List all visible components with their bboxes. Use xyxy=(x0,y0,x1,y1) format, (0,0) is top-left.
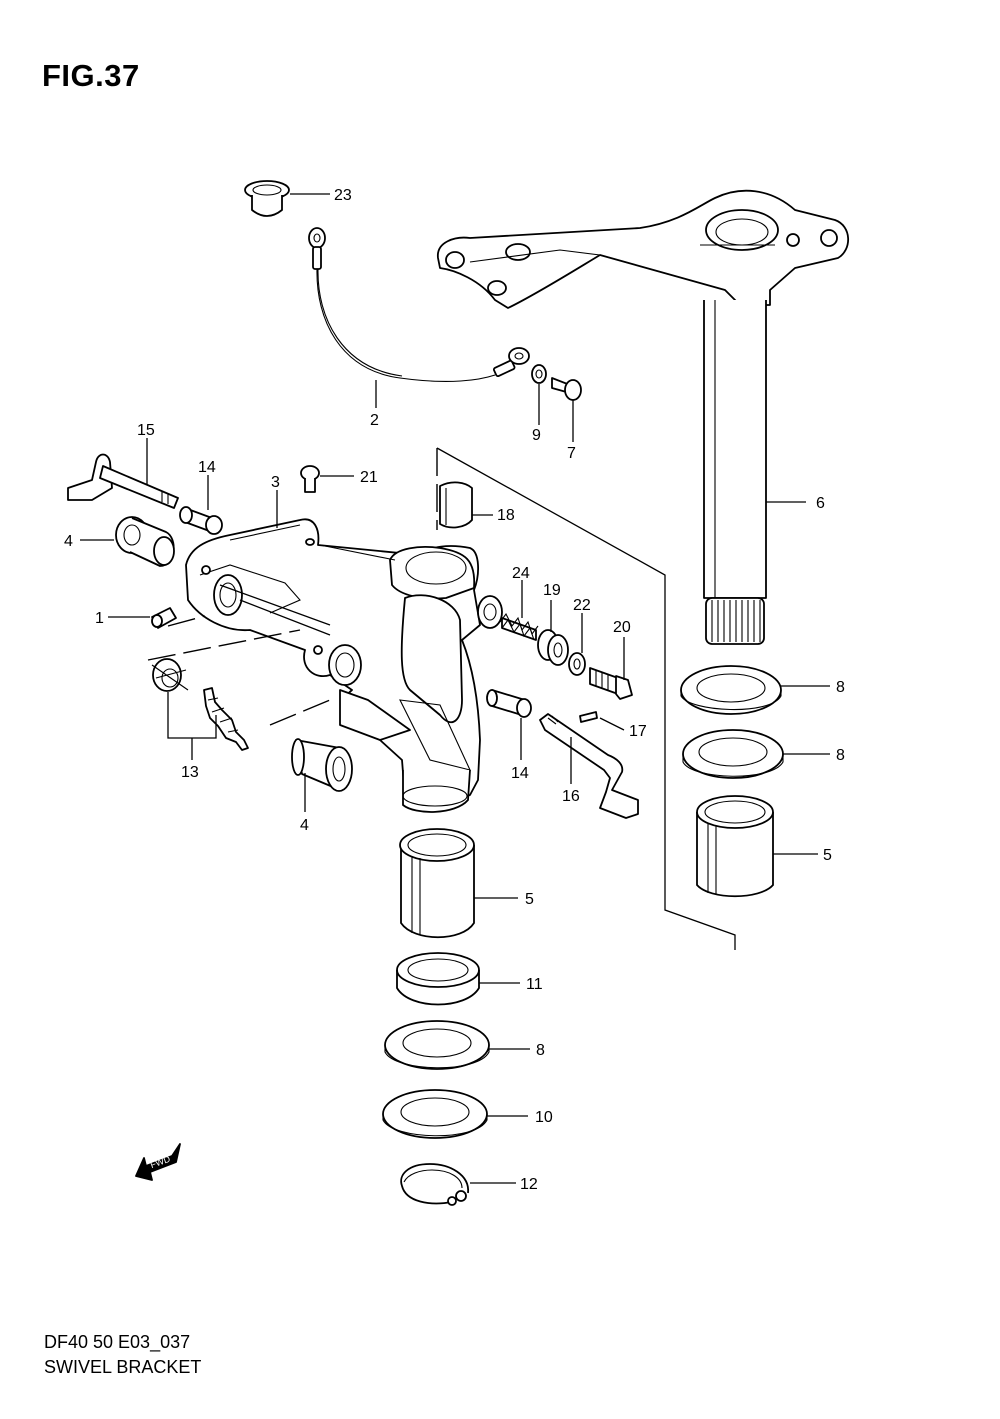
model-code: DF40 50 E03_037 xyxy=(44,1332,191,1352)
spring-part xyxy=(499,612,539,641)
callout-18: 18 xyxy=(497,507,515,524)
callout-13: 13 xyxy=(181,764,199,781)
callout-5: 5 xyxy=(525,891,534,908)
grease-nipple-part xyxy=(151,607,177,629)
spring-and-pin-part xyxy=(151,658,249,751)
tilt-pin-part xyxy=(67,453,179,509)
callout-9: 9 xyxy=(532,427,541,444)
fwd-direction-arrow-icon: FWD xyxy=(135,1143,181,1181)
callout-14: 14 xyxy=(198,459,216,476)
callout-17: 17 xyxy=(629,723,647,740)
callout-22: 22 xyxy=(573,597,591,614)
small-pin-part xyxy=(579,711,598,723)
oil-seal-part xyxy=(396,952,480,1006)
washer-small-part xyxy=(568,652,586,676)
bushing-flange-upper-part xyxy=(115,516,175,567)
callout-8: 8 xyxy=(836,679,845,696)
callout-10: 10 xyxy=(535,1109,553,1126)
tilt-lock-lever-part xyxy=(539,713,639,819)
callout-7: 7 xyxy=(567,445,576,462)
plug-cap-part xyxy=(244,180,290,217)
thrust-pad-part xyxy=(439,481,473,529)
callout-15: 15 xyxy=(137,422,155,439)
bushing-flange-lower-part xyxy=(291,738,353,792)
thrust-washer-part xyxy=(382,1089,488,1139)
washer-center-part xyxy=(384,1020,490,1070)
callout-14: 14 xyxy=(511,765,529,782)
steering-bracket-part xyxy=(437,189,850,645)
swivel-bracket-part xyxy=(185,518,503,813)
callout-24: 24 xyxy=(512,565,530,582)
callout-20: 20 xyxy=(613,619,631,636)
callout-5: 5 xyxy=(823,847,832,864)
bolt-small-part xyxy=(300,465,320,493)
circlip-part xyxy=(400,1163,469,1206)
callout-1: 1 xyxy=(95,610,104,627)
callout-21: 21 xyxy=(360,469,378,486)
callout-11: 11 xyxy=(526,976,543,993)
callout-4: 4 xyxy=(64,533,73,550)
figure-title: FIG.37 xyxy=(42,58,140,93)
screw-part xyxy=(551,377,582,401)
washer-large-right-upper-part xyxy=(680,665,782,715)
callout-6: 6 xyxy=(816,495,825,512)
callout-4: 4 xyxy=(300,817,309,834)
figure-caption: SWIVEL BRACKET xyxy=(44,1357,202,1377)
callout-16: 16 xyxy=(562,788,580,805)
sleeve-bushing-center-part xyxy=(399,828,475,939)
ground-wire-part xyxy=(308,227,530,382)
callout-8: 8 xyxy=(536,1042,545,1059)
callout-12: 12 xyxy=(520,1176,538,1193)
bushing-upper-part xyxy=(179,506,223,535)
washer-large-right-lower-part xyxy=(682,729,784,779)
washer-part xyxy=(531,364,547,384)
callout-19: 19 xyxy=(543,582,561,599)
callout-23: 23 xyxy=(334,187,352,204)
callout-8: 8 xyxy=(836,747,845,764)
callout-3: 3 xyxy=(271,474,280,491)
bushing-lower-part xyxy=(486,689,532,718)
sleeve-bushing-right-part xyxy=(696,795,774,898)
grommet-part xyxy=(537,629,569,666)
bolt-large-part xyxy=(589,667,633,700)
callout-2: 2 xyxy=(370,412,379,429)
